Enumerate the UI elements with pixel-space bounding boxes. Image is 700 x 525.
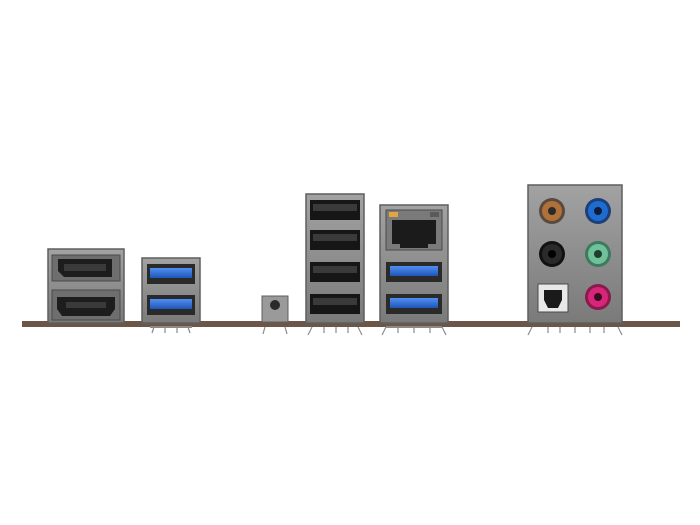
audio-jack-icon[interactable] [539, 198, 565, 224]
usb-icon[interactable] [147, 295, 195, 315]
ethernet-icon[interactable] [385, 209, 443, 251]
usb-icon[interactable] [310, 262, 360, 282]
usb-icon[interactable] [310, 230, 360, 250]
usb-icon[interactable] [310, 200, 360, 220]
usb2-stack [305, 193, 365, 336]
audio-jack-icon[interactable] [585, 241, 611, 267]
audio-jack-icon[interactable] [585, 284, 611, 310]
usb3-stack-left [141, 257, 201, 334]
lan-usb-stack [379, 204, 449, 336]
video-port-stack [47, 248, 125, 324]
usb-icon[interactable] [386, 262, 442, 282]
hdmi-icon[interactable] [57, 297, 115, 316]
optical-icon[interactable] [537, 283, 569, 313]
audio-jack-icon[interactable] [539, 241, 565, 267]
displayport-icon[interactable] [58, 259, 112, 277]
audio-stack [527, 184, 623, 336]
usb-icon[interactable] [147, 264, 195, 284]
usb-icon[interactable] [386, 294, 442, 314]
audio-jack-icon[interactable] [585, 198, 611, 224]
usb-icon[interactable] [310, 294, 360, 314]
clear-cmos-button-icon[interactable] [261, 295, 289, 335]
pcb-edge [22, 321, 680, 327]
